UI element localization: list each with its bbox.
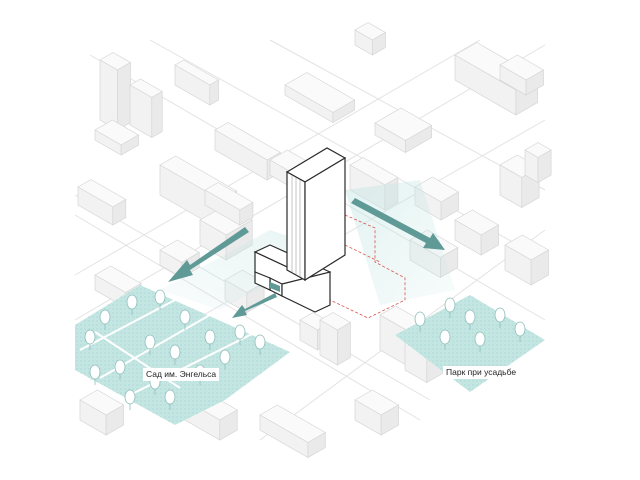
building-block [319,312,352,366]
tree-icon [204,329,216,350]
building-block [284,72,356,124]
park-right-label: Парк при усадьбе [443,366,520,379]
building-block [499,54,545,96]
building-block [354,22,387,56]
tree-icon [179,309,191,330]
tree-icon [144,334,156,355]
trees [84,289,526,410]
building-block [79,389,125,436]
building-block [129,78,163,139]
park-right [395,295,545,392]
tree-icon [234,324,246,345]
view-arrows [168,198,445,318]
site-outline [329,214,406,319]
tree-icon [464,309,476,330]
tree-icon [414,311,426,332]
building-block [204,182,254,226]
tree-icon [126,294,138,315]
building-block [259,404,327,459]
park-left-label: Сад им. Энгельса [143,368,220,381]
tower-building [253,147,347,313]
building-block [524,142,552,184]
building-block [99,52,132,131]
building-block [374,107,433,154]
tree-icon [444,297,456,318]
building-block [77,179,127,226]
tree-icon [439,329,451,350]
tree-icon [89,364,101,385]
arrow-small-left [232,293,277,318]
tree-icon [164,389,176,410]
arrow-to-left-park [168,227,249,282]
building-block [504,234,550,286]
tree-icon [124,389,136,410]
building-block [174,59,220,106]
tree-icon [169,344,181,365]
tree-icon [114,359,126,380]
tree-icon [254,334,266,355]
tree-icon [84,329,96,350]
building-block [454,209,500,256]
arrow-to-right-park [351,198,445,250]
tree-icon [219,349,231,370]
tree-icon [474,331,486,352]
tree-icon [514,321,526,342]
building-block [94,119,140,156]
tree-icon [99,309,111,330]
tree-icon [494,307,506,328]
building-block [354,389,400,436]
